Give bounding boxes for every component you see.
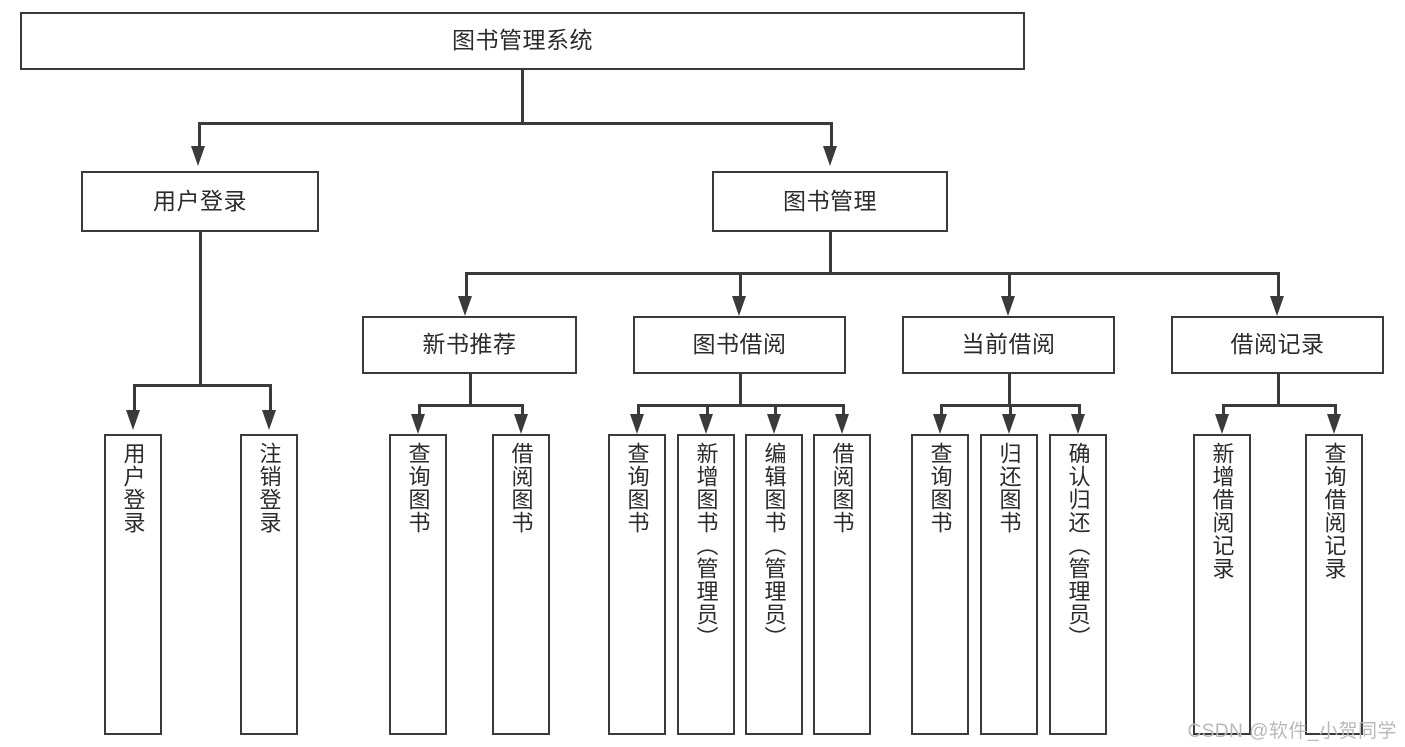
node-leaf-borrow-book-2[interactable]: 借阅图书 [813, 434, 871, 735]
connector-book-borrow-bus [637, 404, 842, 407]
connector-level3-bus [465, 272, 1277, 275]
arrow-to-leaf-add-borrow-record [1215, 414, 1229, 434]
arrow-to-new-book-recommend [458, 296, 472, 316]
node-leaf-logout-login[interactable]: 注销登录 [240, 434, 298, 735]
node-leaf-add-borrow-record[interactable]: 新增借阅记录 [1193, 434, 1251, 735]
node-label: 借阅记录 [1230, 331, 1325, 358]
arrow-to-leaf-confirm-return-admin [1071, 414, 1085, 434]
node-label: 新增借阅记录 [1209, 442, 1235, 580]
node-leaf-query-book-2[interactable]: 查询图书 [608, 434, 666, 735]
connector-drop-leaf-query-book-2 [637, 404, 640, 416]
arrow-to-user-login [191, 146, 205, 166]
arrow-to-current-borrow [1001, 296, 1015, 316]
connector-drop-leaf-query-borrow-record [1334, 404, 1337, 416]
connector-level2-bus [198, 122, 832, 125]
node-label: 当前借阅 [961, 331, 1056, 358]
arrow-to-leaf-borrow-book-2 [835, 414, 849, 434]
node-leaf-borrow-book-1[interactable]: 借阅图书 [492, 434, 550, 735]
node-current-borrow[interactable]: 当前借阅 [902, 316, 1115, 374]
connector-drop-leaf-logout-login [269, 384, 272, 412]
node-label: 确认归还（管理员） [1065, 442, 1091, 649]
connector-borrow-record-stem [1277, 374, 1280, 404]
connector-user-login-bus [133, 384, 271, 387]
arrow-to-leaf-query-book-2 [630, 414, 644, 434]
connector-current-borrow-stem [1008, 374, 1011, 404]
arrow-to-leaf-query-borrow-record [1327, 414, 1341, 434]
node-label: 查询图书 [927, 442, 953, 534]
connector-book-borrow-stem [739, 374, 742, 404]
node-label: 用户登录 [120, 442, 146, 534]
connector-drop-leaf-edit-book-admin [774, 404, 777, 416]
node-label: 注销登录 [256, 442, 282, 534]
connector-drop-current-borrow [1008, 272, 1011, 298]
node-label: 查询图书 [405, 442, 431, 534]
node-leaf-query-borrow-record[interactable]: 查询借阅记录 [1305, 434, 1363, 735]
connector-drop-leaf-user-login [133, 384, 136, 412]
node-leaf-return-book[interactable]: 归还图书 [980, 434, 1038, 735]
connector-drop-book-borrow [739, 272, 742, 298]
node-label: 编辑图书（管理员） [761, 442, 787, 649]
node-new-book-recommend[interactable]: 新书推荐 [362, 316, 577, 374]
connector-drop-leaf-return-book [1009, 404, 1012, 416]
node-label: 图书借阅 [692, 331, 787, 358]
connector-drop-leaf-query-book-3 [940, 404, 943, 416]
arrow-to-leaf-query-book-3 [933, 414, 947, 434]
node-label: 图书管理系统 [452, 27, 593, 54]
connector-new-book-recommend-stem [469, 374, 472, 404]
connector-level2-drop-book-management [830, 122, 833, 148]
node-leaf-query-book-1[interactable]: 查询图书 [389, 434, 447, 735]
node-label: 用户登录 [153, 187, 247, 214]
connector-drop-leaf-add-book-admin [706, 404, 709, 416]
node-label: 借阅图书 [829, 442, 855, 534]
arrow-to-book-management [823, 146, 837, 166]
node-label: 查询图书 [624, 442, 650, 534]
node-leaf-confirm-return-admin[interactable]: 确认归还（管理员） [1049, 434, 1107, 735]
arrow-to-book-borrow [732, 296, 746, 316]
connector-drop-new-book-recommend [465, 272, 468, 298]
node-root-book-management-system[interactable]: 图书管理系统 [20, 12, 1025, 70]
node-label: 借阅图书 [508, 442, 534, 534]
node-label: 图书管理 [783, 187, 877, 214]
connector-drop-leaf-add-borrow-record [1222, 404, 1225, 416]
connector-level2-drop-user-login [198, 122, 201, 148]
node-leaf-query-book-3[interactable]: 查询图书 [911, 434, 969, 735]
node-borrow-record[interactable]: 借阅记录 [1171, 316, 1384, 374]
arrow-to-leaf-user-login [126, 410, 140, 430]
node-label: 查询借阅记录 [1321, 442, 1347, 580]
arrow-to-leaf-edit-book-admin [767, 414, 781, 434]
connector-drop-leaf-borrow-book-2 [842, 404, 845, 416]
node-leaf-user-login[interactable]: 用户登录 [104, 434, 162, 735]
connector-borrow-record-bus [1222, 404, 1334, 407]
arrow-to-borrow-record [1270, 296, 1284, 316]
node-user-login[interactable]: 用户登录 [81, 171, 319, 232]
node-label: 新增图书（管理员） [693, 442, 719, 649]
arrow-to-leaf-query-book-1 [411, 414, 425, 434]
connector-book-management-stem [829, 232, 832, 272]
node-label: 归还图书 [996, 442, 1022, 534]
connector-new-book-recommend-bus [418, 404, 521, 407]
connector-drop-leaf-borrow-book-1 [521, 404, 524, 416]
connector-drop-borrow-record [1277, 272, 1280, 298]
arrow-to-leaf-add-book-admin [699, 414, 713, 434]
connector-user-login-stem [199, 232, 202, 384]
connector-drop-leaf-confirm-return-admin [1078, 404, 1081, 416]
node-leaf-add-book-admin[interactable]: 新增图书（管理员） [677, 434, 735, 735]
connector-root-stem [521, 70, 524, 122]
connector-drop-leaf-query-book-1 [418, 404, 421, 416]
node-book-borrow[interactable]: 图书借阅 [633, 316, 846, 374]
node-leaf-edit-book-admin[interactable]: 编辑图书（管理员） [745, 434, 803, 735]
arrow-to-leaf-borrow-book-1 [514, 414, 528, 434]
node-book-management[interactable]: 图书管理 [712, 171, 948, 232]
arrow-to-leaf-logout-login [262, 410, 276, 430]
node-label: 新书推荐 [422, 331, 517, 358]
arrow-to-leaf-return-book [1002, 414, 1016, 434]
